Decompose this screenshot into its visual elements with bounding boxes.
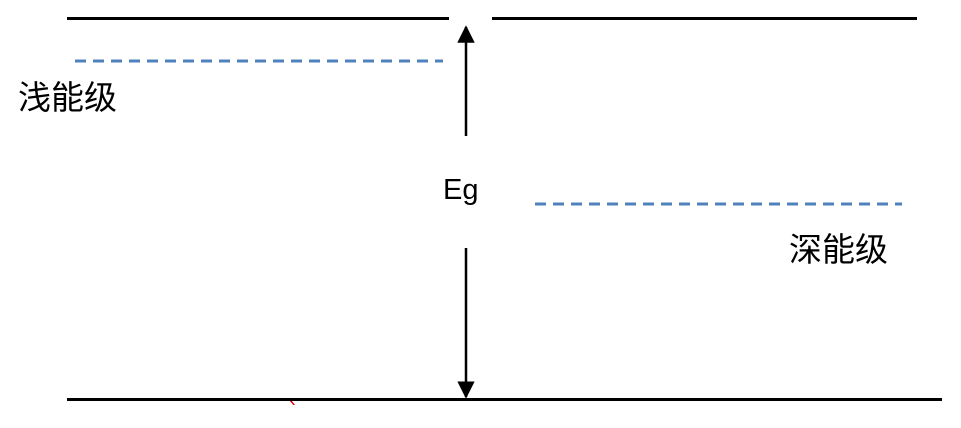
stray-backtick-mark: ` [288,400,299,425]
shallow-level-label: 浅能级 [18,78,117,117]
deep-level-label: 深能级 [789,230,888,269]
energy-gap-label: Eg [443,174,479,206]
